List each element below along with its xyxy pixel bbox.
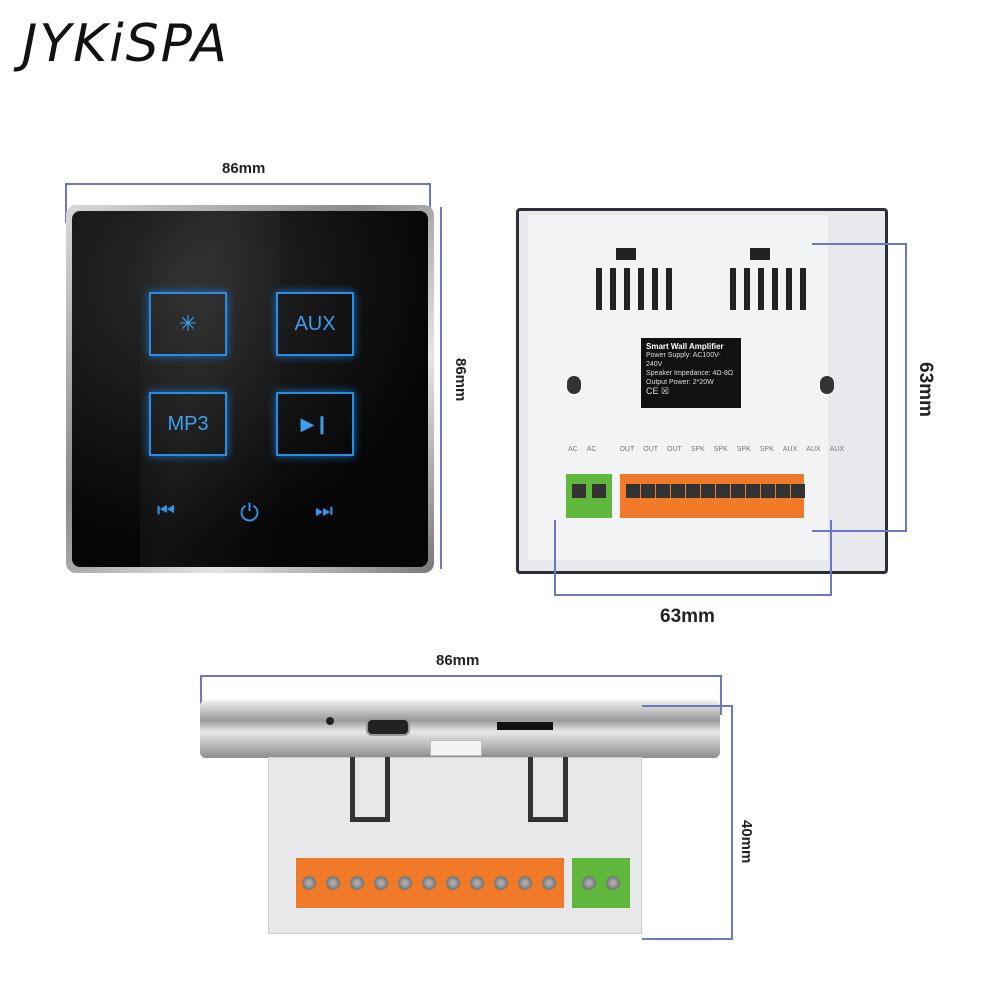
terminal-screw [592, 484, 606, 498]
power-icon[interactable]: ⏻ [240, 500, 259, 527]
sd-card-slot [497, 722, 553, 730]
side-width-label: 86mm [436, 652, 480, 669]
terminal-label-row: AC AC OUT OUT OUT SPK SPK SPK SPK AUX AU… [568, 446, 844, 453]
mount-hole-right [820, 376, 834, 394]
aux-label: AUX [294, 312, 336, 335]
side-depth-tick-top [642, 705, 732, 707]
front-panel-glare [140, 211, 280, 567]
terminal-label: AUX [806, 446, 821, 453]
back-width-line [554, 594, 832, 596]
mp3-button[interactable]: MP3 [149, 392, 227, 456]
front-width-label: 86mm [222, 160, 266, 177]
front-width-line [65, 183, 431, 185]
clip-slot-right [750, 248, 770, 260]
side-power-screw [582, 876, 596, 890]
mount-hole-left [567, 376, 581, 394]
side-power-terminal-block [572, 858, 630, 908]
side-latch-left [350, 757, 390, 822]
side-power-screw [606, 876, 620, 890]
clip-slot-left [616, 248, 636, 260]
sticker-output: Output Power: 2*20W [646, 379, 714, 386]
sticker-marks: CE ☒ [646, 386, 670, 396]
terminal-screw [572, 484, 586, 498]
aux-button[interactable]: AUX [276, 292, 354, 356]
sticker-power-supply: Power Supply: AC100V-240V [646, 352, 721, 368]
sticker-impedance: Speaker Impedance: 4Ω-8Ω [646, 370, 734, 377]
terminal-label: AUX [829, 446, 845, 453]
back-width-tick-right [830, 520, 832, 596]
previous-track-icon[interactable]: ⏮ [157, 500, 175, 522]
side-width-line [200, 675, 722, 677]
back-height-tick-bottom [812, 530, 906, 532]
next-track-icon[interactable]: ⏭ [315, 500, 333, 522]
bluetooth-icon: ✳ [178, 311, 198, 336]
bluetooth-button[interactable]: ✳ [149, 292, 227, 356]
side-depth-label: 40mm [738, 820, 755, 864]
side-width-tick-left [200, 675, 202, 715]
front-height-line [440, 207, 442, 569]
terminal-label: AC [586, 446, 597, 453]
terminal-label: SPK [713, 446, 728, 453]
usb-port [366, 718, 410, 736]
vent-right [730, 268, 806, 310]
back-width-tick-left [554, 520, 556, 596]
sticker-title: Smart Wall Amplifier [646, 342, 724, 351]
terminal-label: SPK [736, 446, 751, 453]
front-width-tick-left [65, 183, 67, 223]
terminal-label: SPK [759, 446, 774, 453]
spec-sticker: Smart Wall Amplifier Power Supply: AC100… [641, 338, 741, 408]
side-depth-tick-bottom [642, 938, 732, 940]
side-terminal-screws [302, 876, 556, 890]
terminal-label: AUX [782, 446, 798, 453]
signal-terminal-screws [626, 484, 805, 498]
back-height-tick-top [812, 243, 906, 245]
side-latch-right [528, 757, 568, 822]
play-pause-icon: ▶❙ [300, 413, 330, 434]
side-clip [430, 740, 482, 756]
front-panel-glass [72, 211, 428, 567]
terminal-label: AC [568, 446, 578, 453]
front-height-label: 86mm [452, 358, 469, 402]
back-width-label: 63mm [660, 606, 715, 627]
terminal-label: SPK [690, 446, 705, 453]
brand-logo: JYKiSPA [22, 14, 229, 74]
back-height-line [905, 243, 907, 532]
mp3-label: MP3 [167, 412, 209, 435]
back-height-label: 63mm [915, 362, 936, 417]
terminal-label: OUT [667, 446, 682, 453]
terminal-label: OUT [643, 446, 659, 453]
terminal-label: OUT [619, 446, 635, 453]
front-width-tick-right [429, 183, 431, 223]
vent-left [596, 268, 672, 310]
mic-hole [326, 717, 334, 725]
side-depth-line [731, 705, 733, 940]
side-width-tick-right [720, 675, 722, 715]
play-pause-button[interactable]: ▶❙ [276, 392, 354, 456]
